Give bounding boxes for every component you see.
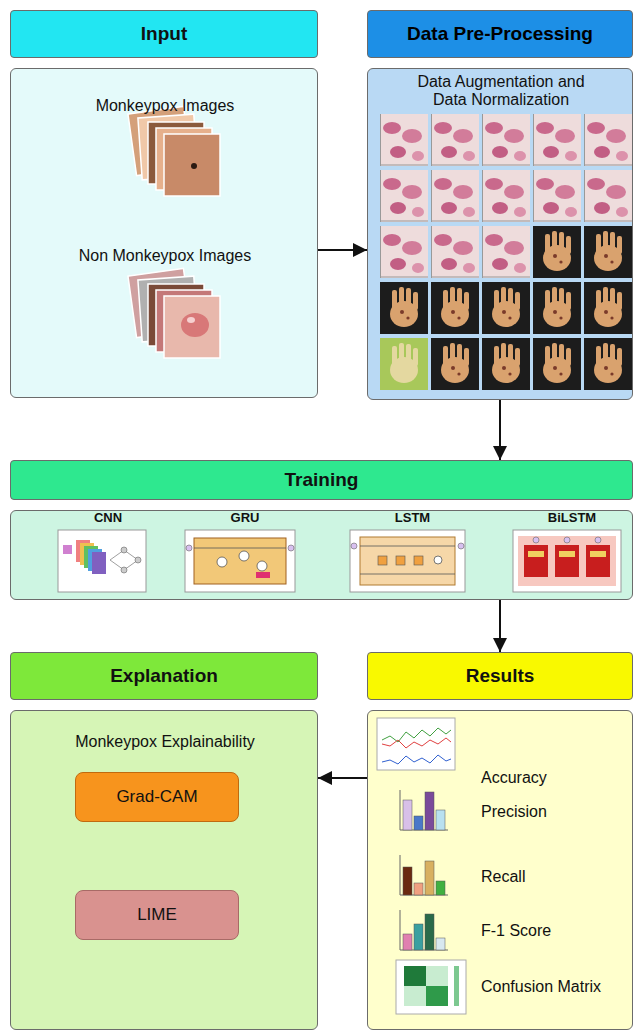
section-panel: Monkeypox ImagesNon Monkeypox Images [10,68,318,398]
text-slot: Non Monkeypox Images [11,247,319,265]
section-header: Input [10,10,318,58]
text-slot: Monkeypox Explainability [11,733,319,751]
image-stack [128,268,220,358]
accuracy-chart [377,718,455,770]
cnn-figure [58,530,146,592]
label-text: Monkeypox Images [11,97,319,115]
lstm-figure [350,530,465,592]
label-text: Recall [481,868,631,886]
section-panel: Monkeypox Explainability [10,710,318,1030]
flow-arrow [318,249,367,251]
model-node: LSTM [350,510,475,596]
section-node: InputMonkeypox ImagesNon Monkeypox Image… [10,10,318,398]
section-header: Training [10,460,633,500]
text-slot: Confusion Matrix [481,978,631,996]
label-text: Non Monkeypox Images [11,247,319,265]
method-box: Grad-CAM [75,772,239,822]
flow-arrow [318,777,367,779]
label-text: Training [285,469,359,491]
section-header: Explanation [10,652,318,700]
confusion-matrix-icon [396,960,466,1014]
bilstm-figure [513,530,621,592]
text-slot: Recall [481,868,631,886]
label-text: Accuracy [481,769,631,787]
section-node: Data Pre-ProcessingData Augmentation and… [367,10,633,400]
label-text: Data Pre-Processing [407,23,593,45]
label-text: GRU [185,510,305,526]
section-node: ExplanationMonkeypox ExplainabilityGrad-… [10,652,318,1030]
section-node: TrainingCNN GRU LSTM BiLSTM [10,460,633,600]
precision-bars [400,790,448,830]
section-header: Results [367,652,633,700]
method-box: LIME [75,890,239,940]
text-slot: Accuracy [481,769,631,787]
recall-bars [400,855,448,895]
f1-bars [400,910,448,950]
gru-figure [185,530,295,592]
label-text: Precision [481,803,631,821]
label-text: Explanation [110,665,218,687]
text-slot: Data Augmentation and Data Normalization [401,73,601,110]
model-node: GRU [185,510,305,596]
label-text: LIME [137,905,177,925]
label-text: LSTM [350,510,475,526]
label-text: F-1 Score [481,922,631,940]
flow-arrow [499,600,501,652]
section-node: ResultsAccuracyPrecisionRecallF-1 ScoreC… [367,652,633,1030]
text-slot: Monkeypox Images [11,97,319,115]
section-panel: AccuracyPrecisionRecallF-1 ScoreConfusio… [367,710,633,1030]
label-text: Grad-CAM [116,787,197,807]
flow-arrow [499,400,501,460]
label-text: BiLSTM [513,510,631,526]
model-node: BiLSTM [513,510,631,596]
augmented-image-grid [380,114,632,390]
label-text: Monkeypox Explainability [11,733,319,751]
label-text: Results [466,665,535,687]
label-text: Data Augmentation and Data Normalization [401,73,601,110]
label-text: CNN [58,510,158,526]
section-panel: Data Augmentation and Data Normalization [367,68,633,400]
model-node: CNN [58,510,158,596]
text-slot: F-1 Score [481,922,631,940]
text-slot: Precision [481,803,631,821]
image-stack [128,106,220,196]
label-text: Confusion Matrix [481,978,631,996]
section-header: Data Pre-Processing [367,10,633,58]
label-text: Input [141,23,187,45]
